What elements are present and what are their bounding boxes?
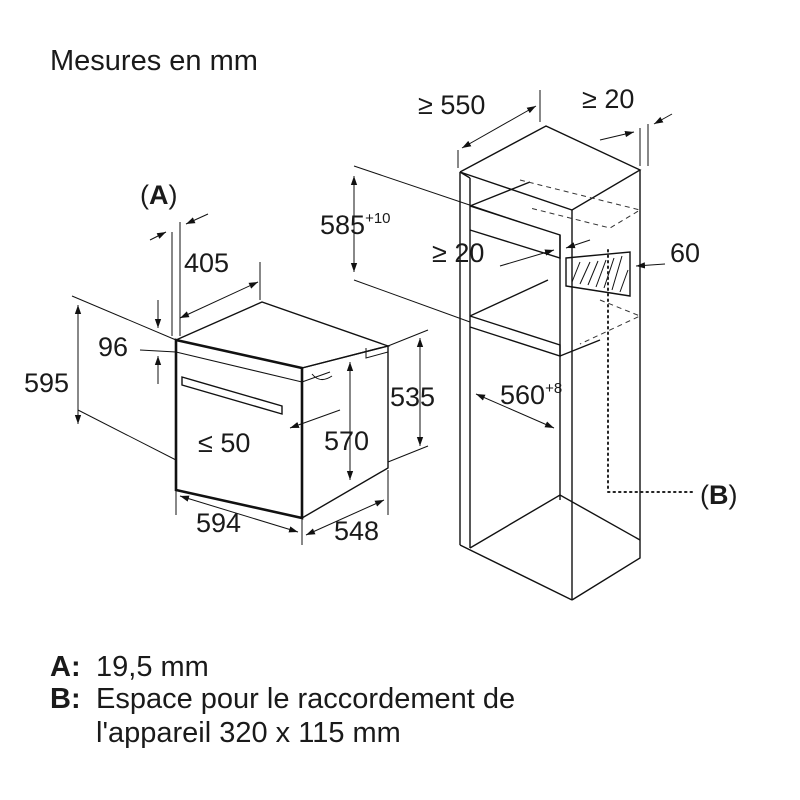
oven-handle [181,376,283,415]
dim-ge550: ≥ 550 [418,90,485,120]
dim-570: 570 [324,426,369,456]
dim-585: 585 [320,210,365,240]
dim-595: 595 [24,368,69,398]
label-a-open: ( [140,180,149,210]
dim-405: 405 [184,248,229,278]
dim-535: 535 [390,382,435,412]
label-b-letter: B [709,480,729,510]
oven-drawing [174,301,391,520]
cabinet-dimensions [350,90,673,429]
legend-b-key: B: [50,683,81,715]
svg-text:585+10: 585+10 [320,210,391,240]
legend: A: 19,5 mm B: Espace pour le raccordemen… [50,651,515,749]
dim-96: 96 [98,332,128,362]
oven-top [175,301,391,369]
dim-560-sup: +8 [545,380,562,397]
svg-text:560+8: 560+8 [500,380,562,410]
dim-ge20-mid: ≥ 20 [432,238,484,268]
dim-560: 560 [500,380,545,410]
oven-dimensions [71,213,429,545]
legend-b-line2: l'appareil 320 x 115 mm [96,717,401,749]
dim-594: 594 [196,508,241,538]
legend-a-key: A: [50,651,81,683]
cabinet-drawing [459,125,693,601]
svg-text:(B): (B) [700,480,738,510]
svg-text:(A): (A) [140,180,178,210]
dim-ge20-top: ≥ 20 [582,84,634,114]
legend-a-text: 19,5 mm [96,651,209,683]
dim-60: 60 [670,238,700,268]
label-a-letter: A [149,180,169,210]
connection-space-leader [607,249,693,493]
label-b-close: ) [729,480,738,510]
dim-585-sup: +10 [365,210,390,227]
dim-548: 548 [334,516,379,546]
label-a-close: ) [169,180,178,210]
diagram-title: Mesures en mm [50,45,258,77]
dim-le50: ≤ 50 [198,428,250,458]
legend-b-line1: Espace pour le raccordement de [96,683,515,715]
label-b-open: ( [700,480,709,510]
oven-side [301,345,389,519]
